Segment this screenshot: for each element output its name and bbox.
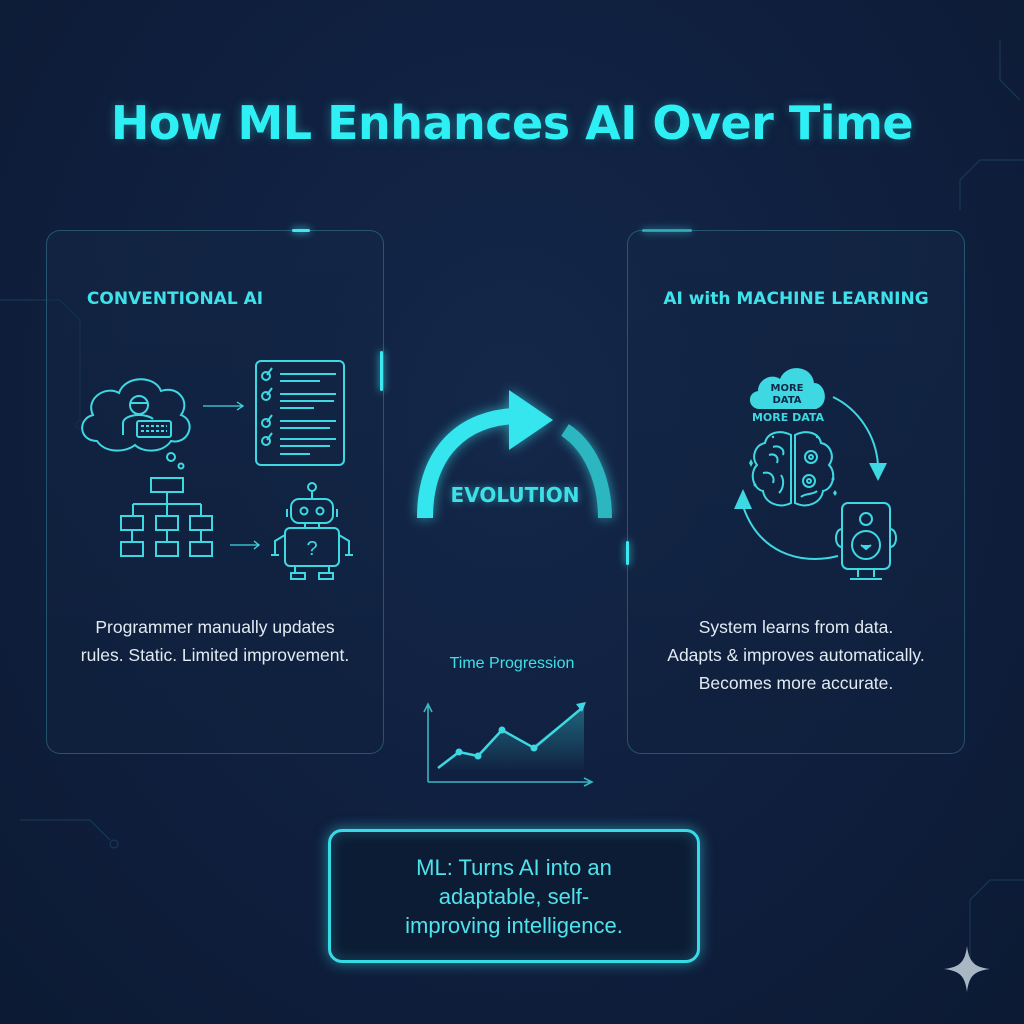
time-progression-chart: Time Progression: [412, 650, 612, 790]
panel-description: System learns from data. Adapts & improv…: [628, 613, 964, 697]
evolution-label: EVOLUTION: [450, 483, 580, 507]
panel-glow-accent: [642, 229, 692, 232]
panel-glow-accent: [626, 541, 629, 565]
sparkle-icon: [944, 946, 990, 992]
cloud-label: MORE: [771, 383, 804, 394]
evolution-graphic: EVOLUTION: [405, 370, 625, 520]
summary-line: adaptable, self-: [438, 883, 590, 909]
summary-callout: ML: Turns AI into an adaptable, self- im…: [328, 829, 700, 963]
cloud-label: DATA: [772, 395, 801, 406]
data-cloud-icon: MORE DATA: [749, 368, 825, 409]
panel-glow-accent: [380, 351, 383, 391]
conventional-ai-panel: CONVENTIONAL AI: [46, 229, 384, 754]
panel-description: Programmer manually updates rules. Stati…: [47, 613, 383, 669]
page-title: How ML Enhances AI Over Time: [110, 96, 914, 150]
panel-heading: AI with MACHINE LEARNING: [663, 289, 929, 309]
cycle-arrow-icon: [734, 396, 887, 560]
description-line: Becomes more accurate.: [698, 673, 894, 693]
panel-glow-accent: [292, 229, 310, 232]
more-data-label: MORE DATA: [751, 411, 825, 424]
summary-line: ML: Turns AI into an: [416, 854, 612, 880]
brain-gears-icon: [749, 431, 837, 507]
svg-text:?: ?: [306, 538, 317, 560]
description-line: Adapts & improves automatically.: [667, 645, 925, 665]
checklist-rules-icon: [255, 360, 345, 466]
curved-arrow-icon: [417, 390, 612, 519]
programmer-thought-cloud-icon: [81, 378, 191, 470]
machine-learning-panel: AI with MACHINE LEARNING MORE DATA MORE …: [626, 229, 965, 754]
description-line: Programmer manually updates: [95, 617, 335, 637]
flowchart-tree-icon: [120, 477, 213, 557]
description-line: System learns from data.: [698, 617, 894, 637]
description-line: rules. Static. Limited improvement.: [80, 645, 350, 665]
robot-device-icon: [835, 502, 897, 580]
summary-line: improving intelligence.: [405, 912, 623, 938]
arrow-right-icon: [203, 401, 245, 411]
confused-robot-icon: ?: [271, 482, 353, 580]
rising-line-chart-icon: [423, 702, 594, 787]
arrow-right-icon: [230, 540, 261, 550]
chart-title: Time Progression: [449, 655, 575, 672]
panel-heading: CONVENTIONAL AI: [86, 289, 264, 309]
